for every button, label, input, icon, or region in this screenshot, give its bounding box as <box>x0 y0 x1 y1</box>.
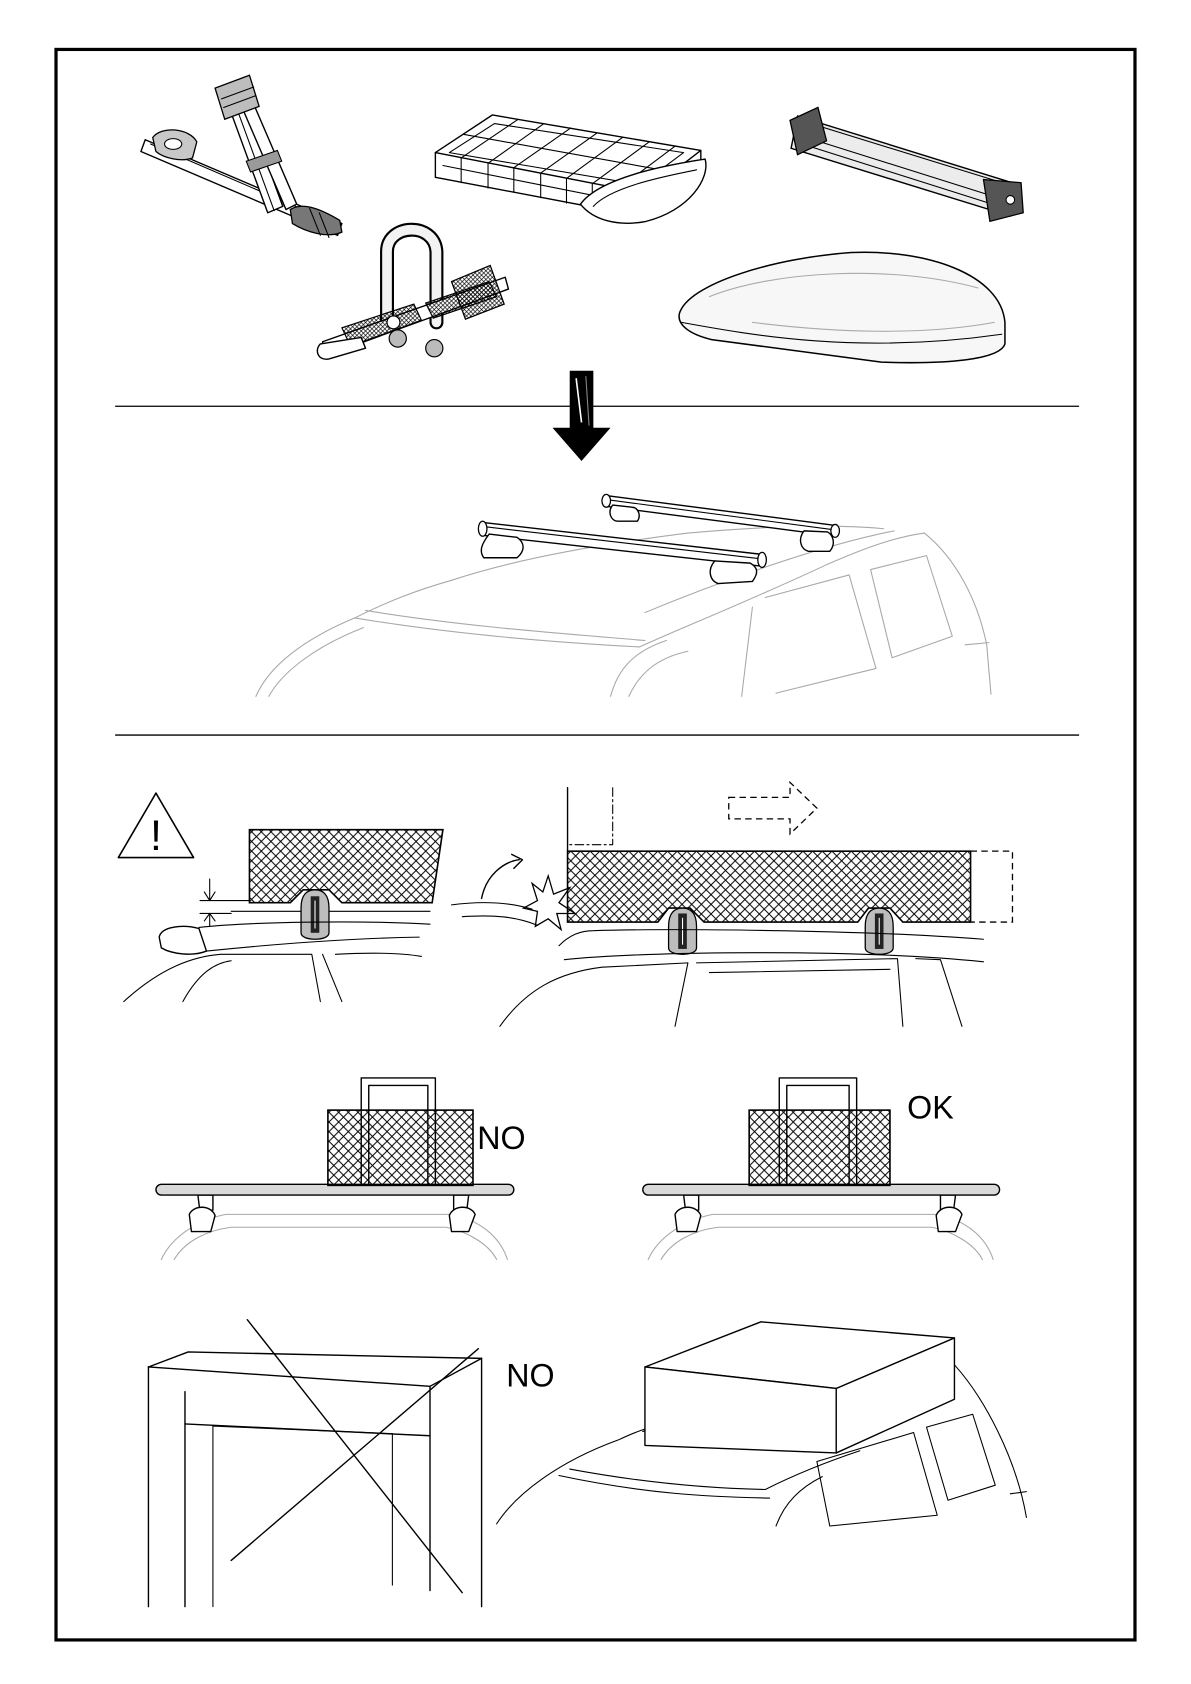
bar-foot <box>936 1195 962 1232</box>
roof-box-illustration <box>679 252 1005 362</box>
kayak-carrier-illustration <box>317 230 508 360</box>
warning-triangle-icon: ! <box>118 793 193 860</box>
cross-out-icon <box>231 1320 478 1593</box>
hatched-load <box>328 1110 473 1185</box>
dimension-marker <box>200 879 249 926</box>
car-outline <box>256 526 991 696</box>
bar-foot <box>675 1195 701 1232</box>
roof-load-box <box>645 1322 955 1453</box>
no-label: NO <box>506 1357 554 1393</box>
bike-carrier-illustration <box>141 75 342 237</box>
bar-foot <box>865 908 893 954</box>
car-roof-outline <box>500 930 984 1027</box>
bar-foot <box>669 908 697 954</box>
ok-label: OK <box>907 1090 954 1126</box>
centered-load-diagram: OK <box>643 1078 1000 1260</box>
bar-foot <box>189 1195 215 1232</box>
curved-arrow-icon <box>482 854 523 898</box>
garage-door-frame <box>148 1352 481 1607</box>
off-center-load-diagram: NO <box>156 1078 526 1260</box>
hatched-load <box>568 851 971 922</box>
cargo-basket-illustration <box>435 115 706 223</box>
car-with-roof-bars-illustration <box>256 494 991 696</box>
slide-direction-arrow-icon <box>729 782 817 834</box>
load-overhang-impact-diagram <box>451 782 1012 1026</box>
car-roof-outline <box>124 922 430 1002</box>
hatched-load <box>249 830 442 903</box>
car-with-roof-load-illustration <box>497 1322 1027 1526</box>
overhang-outline <box>971 851 1013 922</box>
bar-foot <box>301 890 329 939</box>
ski-carrier-illustration <box>790 107 1023 221</box>
bar-foot <box>449 1195 475 1232</box>
garage-door-clearance-diagram: NO <box>148 1320 554 1607</box>
down-arrow-icon <box>553 371 611 461</box>
no-label: NO <box>477 1120 525 1156</box>
hatched-load <box>749 1110 890 1185</box>
warning-symbol: ! <box>150 812 162 860</box>
